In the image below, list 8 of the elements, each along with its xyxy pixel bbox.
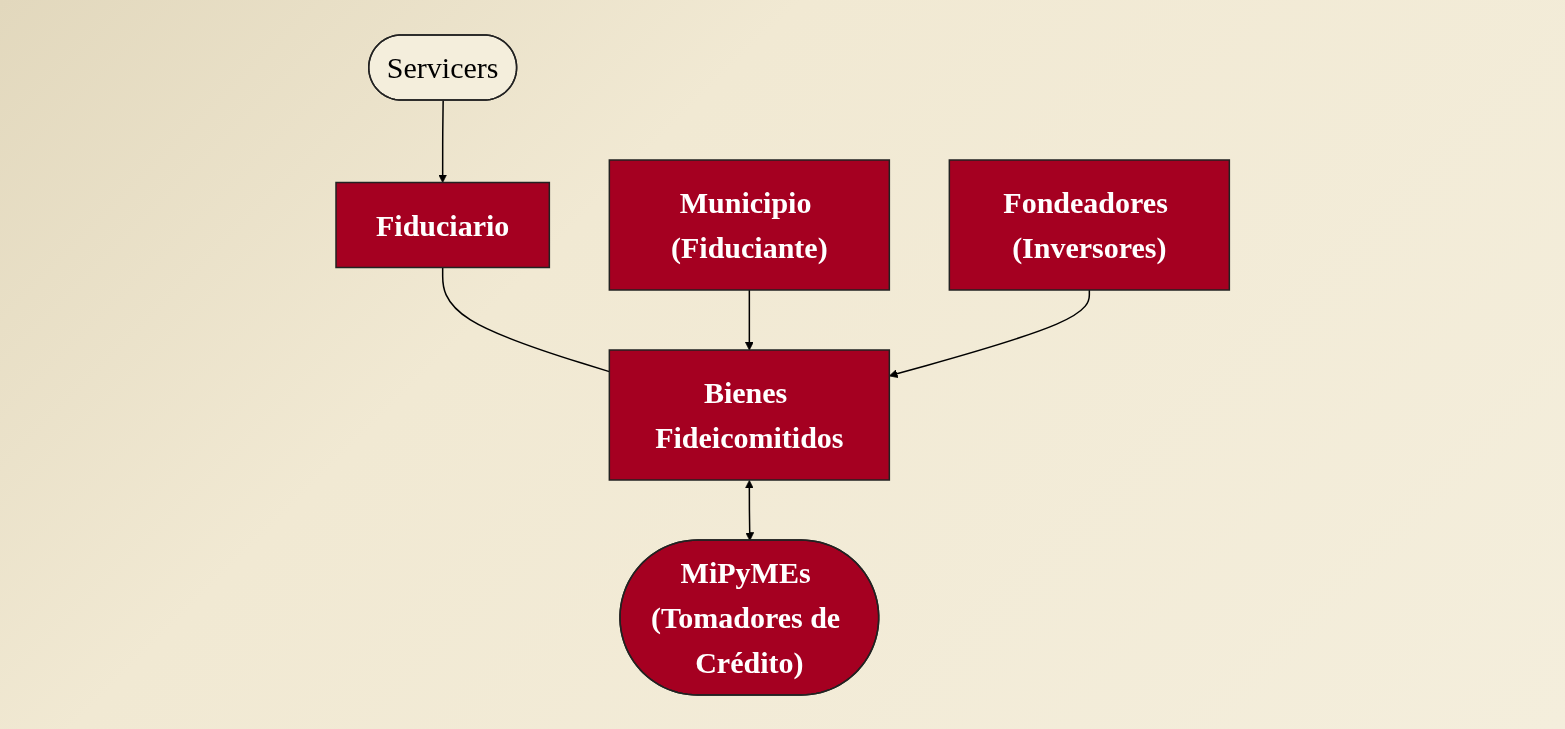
node-box: Bienes Fideicomitidos — [608, 348, 890, 481]
node-box: Fiduciario — [335, 181, 550, 268]
arrow — [744, 479, 754, 541]
connector — [441, 266, 610, 372]
arrow — [744, 288, 754, 350]
node-box: Municipio (Fiduciante) — [608, 158, 890, 291]
node-box: Fondeadores (Inversores) — [948, 158, 1230, 291]
arrow — [438, 99, 447, 183]
